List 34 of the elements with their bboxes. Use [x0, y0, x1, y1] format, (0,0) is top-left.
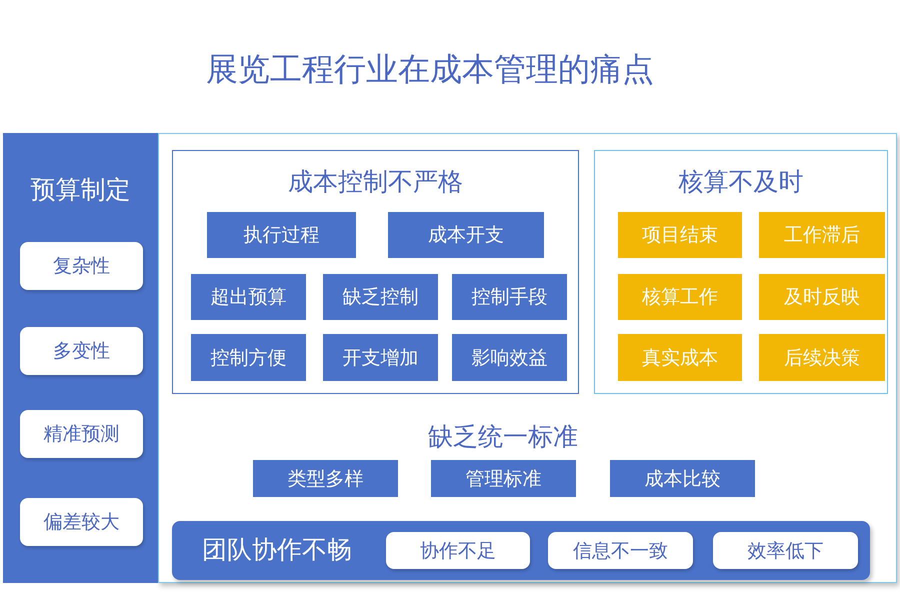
panel-heading: 核算不及时 — [678, 166, 804, 198]
label-box: 类型多样 — [253, 460, 398, 497]
panel-heading: 团队协作不畅 — [202, 534, 352, 566]
panel-heading: 预算制定 — [30, 174, 132, 206]
label-box: 开支增加 — [323, 334, 438, 381]
group-panel — [172, 150, 579, 394]
label-box: 成本比较 — [610, 460, 755, 497]
tag-box: 多变性 — [20, 327, 143, 375]
label-box: 工作滞后 — [759, 212, 885, 258]
group-heading: 缺乏统一标准 — [427, 421, 579, 453]
label-box: 真实成本 — [618, 334, 742, 381]
panel-heading: 成本控制不严格 — [287, 166, 464, 198]
label-box: 成本开支 — [388, 212, 544, 258]
group-panel — [594, 150, 888, 394]
label-box: 项目结束 — [618, 212, 742, 258]
label-box: 超出预算 — [191, 274, 306, 320]
label-box: 核算工作 — [618, 274, 742, 320]
label-box: 后续决策 — [759, 334, 885, 381]
tag-box: 精准预测 — [20, 410, 143, 458]
tag-box: 效率低下 — [713, 532, 858, 569]
label-box: 控制手段 — [452, 274, 567, 320]
tag-box: 复杂性 — [20, 242, 143, 290]
tag-box: 信息不一致 — [548, 532, 693, 569]
tag-box: 偏差较大 — [20, 498, 143, 546]
label-box: 缺乏控制 — [323, 274, 438, 320]
label-box: 及时反映 — [759, 274, 885, 320]
label-box: 控制方便 — [191, 334, 306, 381]
title: 展览工程行业在成本管理的痛点 — [205, 49, 655, 90]
label-box: 影响效益 — [452, 334, 567, 381]
label-box: 执行过程 — [207, 212, 356, 258]
sidebar-panel — [3, 133, 158, 583]
label-box: 管理标准 — [431, 460, 576, 497]
tag-box: 协作不足 — [386, 532, 530, 569]
team-bar — [172, 521, 870, 580]
